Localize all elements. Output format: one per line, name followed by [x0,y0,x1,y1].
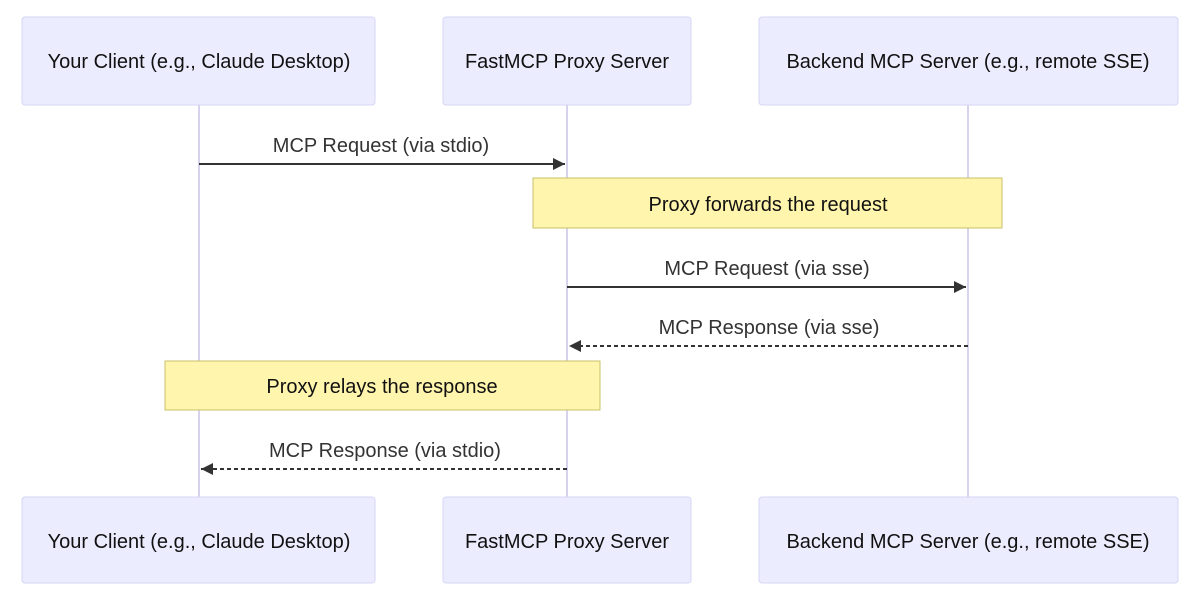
note-proxy-relays: Proxy relays the response [164,360,601,411]
actor-box [758,16,1179,106]
actor-label: FastMCP Proxy Server [465,51,669,73]
note-box [532,177,1003,229]
actor-label: FastMCP Proxy Server [465,531,669,553]
actor-backend-bottom: Backend MCP Server (e.g., remote SSE) [758,496,1179,584]
actor-proxy-bottom: FastMCP Proxy Server [442,496,692,584]
actor-backend-top: Backend MCP Server (e.g., remote SSE) [758,16,1179,106]
actor-label: Backend MCP Server (e.g., remote SSE) [786,531,1149,553]
actor-label: Backend MCP Server (e.g., remote SSE) [786,51,1149,73]
actor-label: Your Client (e.g., Claude Desktop) [48,51,351,73]
note-label: Proxy forwards the request [649,194,888,216]
message-label: MCP Response (via stdio) [269,440,501,462]
note-label: Proxy relays the response [266,376,497,398]
actor-box [758,496,1179,584]
actor-box [442,496,692,584]
actor-label: Your Client (e.g., Claude Desktop) [48,531,351,553]
note-proxy-forwards: Proxy forwards the request [532,177,1003,229]
actor-client-bottom: Your Client (e.g., Claude Desktop) [21,496,376,584]
actor-proxy-top: FastMCP Proxy Server [442,16,692,106]
actor-client-top: Your Client (e.g., Claude Desktop) [21,16,376,106]
actor-box [442,16,692,106]
actor-box [21,16,376,106]
message-label: MCP Request (via sse) [664,258,869,280]
message-label: MCP Request (via stdio) [273,135,489,157]
message-label: MCP Response (via sse) [659,317,880,339]
note-box [164,360,601,411]
actor-box [21,496,376,584]
